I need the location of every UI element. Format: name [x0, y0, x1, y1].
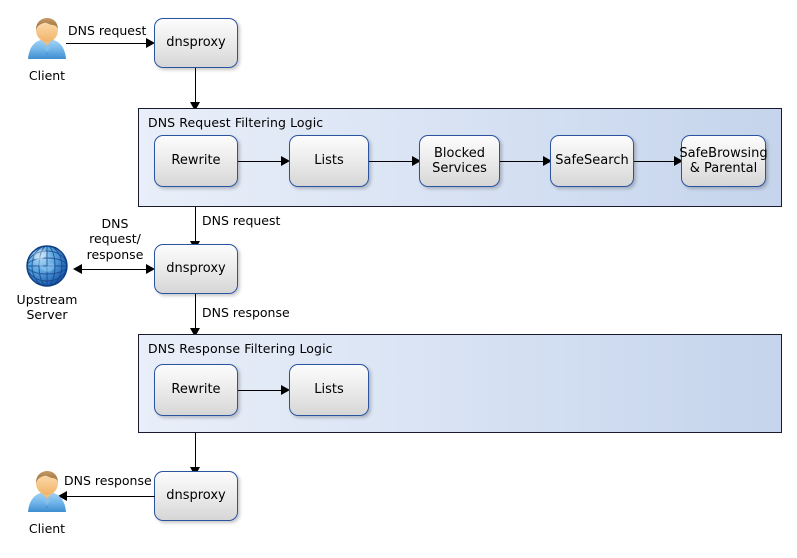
edge-response-panel-to-proxy-line	[195, 433, 196, 470]
upstream-server-label: Upstream Server	[9, 292, 85, 323]
dnsproxy-middle-label: dnsproxy	[166, 261, 226, 277]
client-top-label: Client	[28, 68, 66, 83]
edge-request-panel-to-proxy-label: DNS request	[202, 213, 281, 228]
edge-upstream-exchange-label-line3: response	[86, 246, 144, 262]
edge-upstream-exchange-line	[81, 269, 147, 270]
req-safebrowsing-box[interactable]: SafeBrowsing & Parental	[679, 135, 768, 187]
edge-resp-rewrite-to-lists-arrowhead	[281, 385, 290, 395]
user-avatar-icon	[23, 16, 71, 64]
edge-client-to-proxy-label: DNS request	[68, 23, 147, 38]
req-lists-label: Lists	[314, 153, 344, 169]
edge-lists-to-blocked-line	[369, 161, 413, 162]
edge-proxy-to-response-panel-arrowhead	[190, 328, 200, 337]
dnsproxy-middle-box[interactable]: dnsproxy	[154, 244, 238, 294]
req-safebrowsing-label-line2: & Parental	[689, 161, 758, 176]
req-blocked-services-box[interactable]: Blocked Services	[419, 135, 500, 187]
edge-resp-rewrite-to-lists-line	[238, 390, 282, 391]
resp-rewrite-label: Rewrite	[171, 382, 221, 398]
dnsproxy-bottom-label: dnsproxy	[166, 488, 226, 504]
req-safesearch-label: SafeSearch	[555, 153, 629, 169]
edge-proxy-to-response-panel-line	[195, 294, 196, 331]
dnsproxy-bottom-box[interactable]: dnsproxy	[154, 471, 238, 521]
edge-upstream-exchange-arrowhead-right	[146, 264, 155, 274]
req-blocked-services-label-line2: Services	[432, 161, 487, 176]
req-safebrowsing-label-line1: SafeBrowsing	[679, 145, 768, 161]
edge-safesearch-to-safebrowsing-arrowhead	[674, 156, 683, 166]
dnsproxy-top-label: dnsproxy	[166, 35, 226, 51]
response-filtering-panel-title: DNS Response Filtering Logic	[148, 341, 333, 356]
edge-proxy-to-client-label: DNS response	[64, 473, 152, 488]
req-safesearch-box[interactable]: SafeSearch	[550, 135, 634, 187]
edge-proxy-to-client-line	[66, 496, 155, 497]
dnsproxy-top-box[interactable]: dnsproxy	[154, 18, 238, 68]
edge-proxy-to-request-panel-arrowhead	[190, 102, 200, 111]
req-rewrite-box[interactable]: Rewrite	[154, 135, 238, 187]
client-bottom-label: Client	[28, 521, 66, 536]
edge-upstream-exchange-label-line1: DNS	[101, 216, 129, 231]
edge-upstream-exchange-label: DNS request/ response	[70, 216, 160, 262]
edge-safesearch-to-safebrowsing-line	[634, 161, 675, 162]
edge-proxy-to-response-panel-label: DNS response	[202, 305, 290, 320]
edge-client-to-proxy-arrowhead	[146, 38, 155, 48]
req-blocked-services-label-line1: Blocked	[434, 145, 485, 161]
upstream-server-label-line1: Upstream	[16, 292, 78, 307]
globe-icon	[24, 243, 70, 289]
resp-lists-label: Lists	[314, 382, 344, 398]
response-filtering-panel: DNS Response Filtering Logic	[138, 334, 782, 433]
request-filtering-panel-title: DNS Request Filtering Logic	[148, 115, 324, 130]
edge-blocked-to-safesearch-line	[500, 161, 544, 162]
req-rewrite-label: Rewrite	[171, 153, 221, 169]
edge-rewrite-to-lists-arrowhead	[281, 156, 290, 166]
edge-client-to-proxy-line	[66, 43, 147, 44]
edge-lists-to-blocked-arrowhead	[412, 156, 421, 166]
resp-lists-box[interactable]: Lists	[289, 364, 369, 416]
resp-rewrite-box[interactable]: Rewrite	[154, 364, 238, 416]
upstream-server-label-line2: Server	[26, 307, 68, 323]
user-avatar-icon	[23, 469, 71, 517]
edge-proxy-to-request-panel-line	[195, 68, 196, 105]
edge-blocked-to-safesearch-arrowhead	[543, 156, 552, 166]
edge-proxy-to-client-arrowhead	[58, 491, 67, 501]
edge-rewrite-to-lists-line	[238, 161, 282, 162]
edge-request-panel-to-proxy-line	[195, 207, 196, 244]
req-lists-box[interactable]: Lists	[289, 135, 369, 187]
edge-upstream-exchange-label-line2: request/	[89, 231, 141, 247]
edge-upstream-exchange-arrowhead-left	[73, 264, 82, 274]
